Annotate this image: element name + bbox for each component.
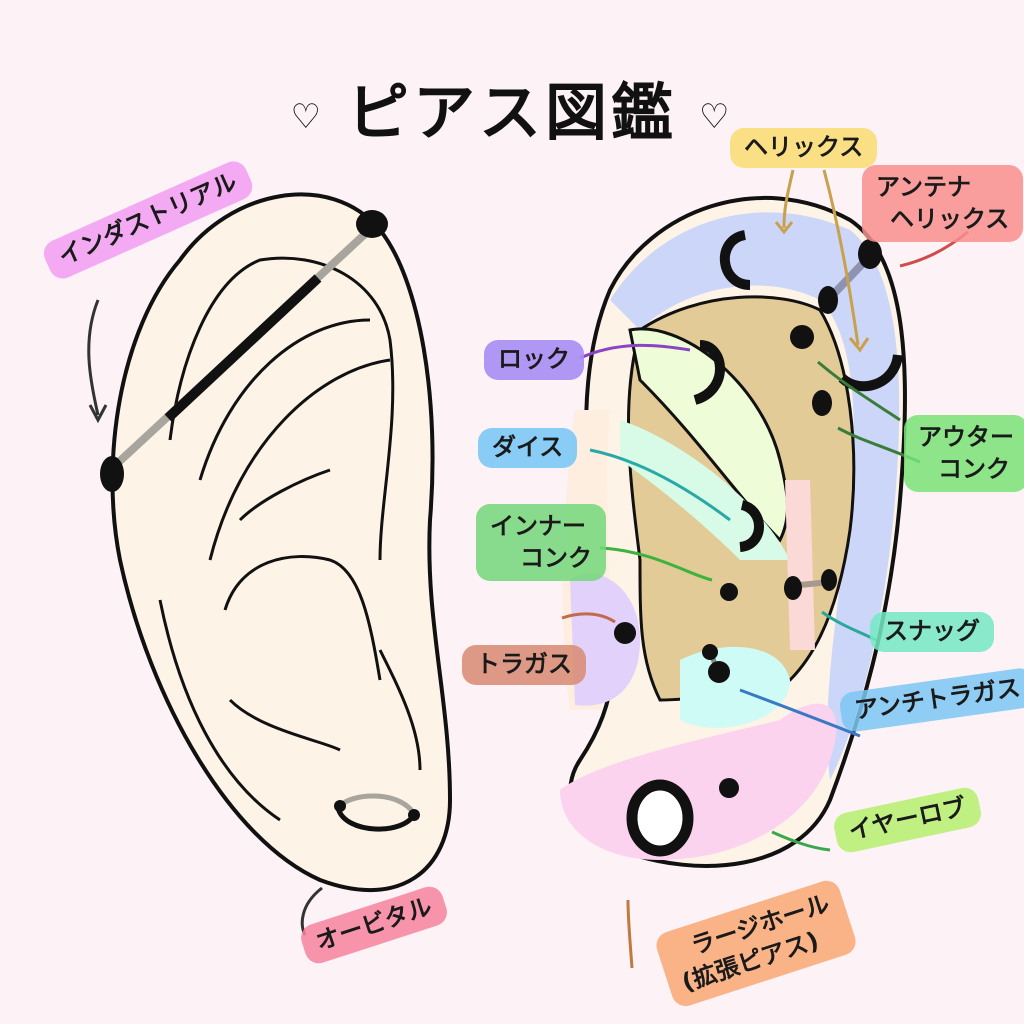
label-text: アンテナ <box>876 173 972 201</box>
label-text: ヘリックス <box>744 133 864 161</box>
label-rook: ロック <box>484 340 584 380</box>
label-text: アウター <box>918 423 1014 451</box>
label-anti-helix: アンテナ ヘリックス <box>862 165 1024 242</box>
label-inner-conch: インナー コンク <box>476 504 606 581</box>
rook-ring <box>693 340 725 405</box>
page-title: ♡ ピアス図鑑 ♡ <box>0 62 1024 152</box>
label-text: ヘリックス <box>890 205 1010 234</box>
label-helix: ヘリックス <box>730 128 878 168</box>
heart-icon-left: ♡ <box>290 96 325 137</box>
label-snug: スナッグ <box>870 612 994 652</box>
label-text: コンク <box>520 544 592 573</box>
label-text: トラガス <box>476 650 572 678</box>
label-text: スナッグ <box>884 617 980 645</box>
label-text: ダイス <box>492 433 564 461</box>
label-tragus: トラガス <box>462 645 586 685</box>
label-daith: ダイス <box>478 428 578 468</box>
label-outer-conch: アウター コンク <box>904 415 1024 492</box>
daith-ring <box>738 500 764 552</box>
label-text: インナー <box>490 512 586 540</box>
label-text: ロック <box>498 345 570 373</box>
left-ear-outline <box>110 192 453 892</box>
helix-ring <box>719 230 751 290</box>
label-text: コンク <box>938 455 1010 484</box>
title-text: ピアス図鑑 <box>346 76 677 149</box>
large-hole-gauge <box>626 779 694 857</box>
heart-icon-right: ♡ <box>699 96 734 137</box>
